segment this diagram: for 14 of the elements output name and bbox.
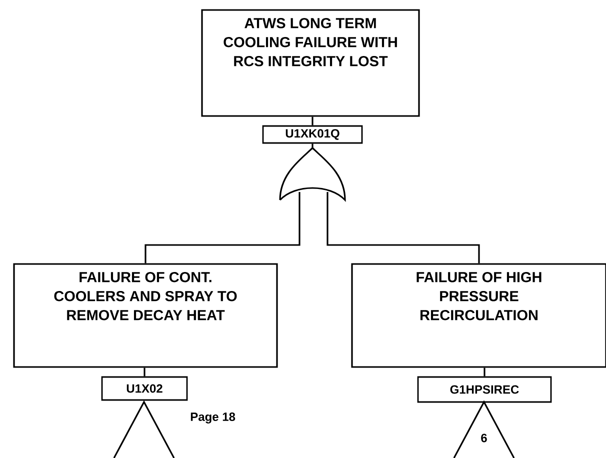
event-box: ATWS LONG TERM COOLING FAILURE WITH RCS INTEGRITY LOST — [201, 9, 420, 117]
or-gate — [279, 147, 346, 201]
event-box: FAILURE OF CONT. COOLERS AND SPRAY TO REMOVE DECAY HEAT — [13, 263, 278, 368]
connector-line — [326, 192, 480, 264]
identifier-box: G1HPSIREC — [417, 376, 552, 403]
connector-line — [144, 192, 300, 264]
identifier-box: U1XK01Q — [262, 125, 363, 144]
event-box: FAILURE OF HIGH PRESSURE RECIRCULATION — [351, 263, 606, 368]
connector-line — [144, 368, 146, 376]
connector-line — [312, 144, 314, 148]
connector-line — [312, 116, 314, 126]
identifier-box: U1X02 — [101, 376, 188, 401]
connector-line — [484, 368, 486, 376]
page-reference: Page 18 — [190, 412, 236, 424]
